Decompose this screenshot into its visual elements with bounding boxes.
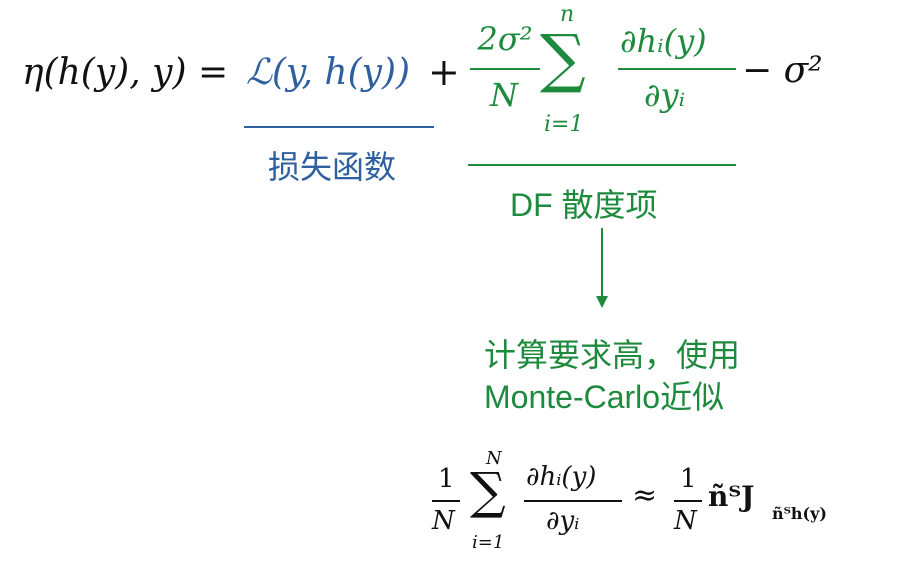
- approx-symbol: ≈: [632, 478, 658, 513]
- eq-lhs: η(h(y), y) =: [22, 52, 229, 93]
- df-label: DF 散度项: [510, 187, 658, 223]
- coef-numerator: 2σ²: [477, 20, 533, 58]
- approx-coef-numerator: 1: [438, 464, 455, 494]
- approx-sum-upper: N: [486, 448, 502, 469]
- df-underline: [468, 164, 736, 166]
- eq-tail: − σ²: [742, 50, 823, 91]
- deriv-denominator: ∂yᵢ: [644, 76, 686, 114]
- loss-label: 损失函数: [268, 149, 397, 185]
- sum-upper-limit: n: [560, 2, 575, 27]
- note-line-2: Monte-Carlo近似: [484, 379, 725, 415]
- coef-fraction-bar: [470, 68, 540, 70]
- sum-symbol: ∑: [540, 22, 586, 96]
- approx-rhs-term: ñᵀJ: [708, 480, 755, 513]
- approx-coef-denominator: N: [432, 506, 455, 536]
- down-arrow-icon: [596, 228, 608, 308]
- approx-sum-symbol: ∑: [470, 462, 506, 520]
- note-line-1: 计算要求高，使用: [484, 337, 741, 373]
- coef-fraction: 2σ²: [468, 20, 542, 58]
- approx-rhs-numerator: 1: [680, 464, 697, 494]
- approx-rhs-denominator: N: [674, 506, 697, 536]
- approx-rhs-bar: [674, 500, 702, 502]
- deriv-fraction-bar: [618, 68, 736, 70]
- approx-sum-lower: i=1: [472, 532, 505, 553]
- approx-deriv-numerator: ∂hᵢ(y): [526, 462, 597, 492]
- loss-underline: [244, 126, 434, 128]
- loss-term: ℒ(y, h(y)): [246, 52, 411, 93]
- sum-lower-limit: i=1: [544, 112, 584, 137]
- approx-deriv-denominator: ∂yᵢ: [546, 506, 580, 536]
- deriv-numerator: ∂hᵢ(y): [620, 22, 707, 60]
- coef-denominator: N: [490, 76, 518, 114]
- approx-coef-bar: [432, 500, 460, 502]
- plus-sign: +: [428, 50, 460, 94]
- approx-rhs-subscript: ñᵀh(y): [772, 504, 827, 523]
- approx-deriv-bar: [524, 500, 622, 502]
